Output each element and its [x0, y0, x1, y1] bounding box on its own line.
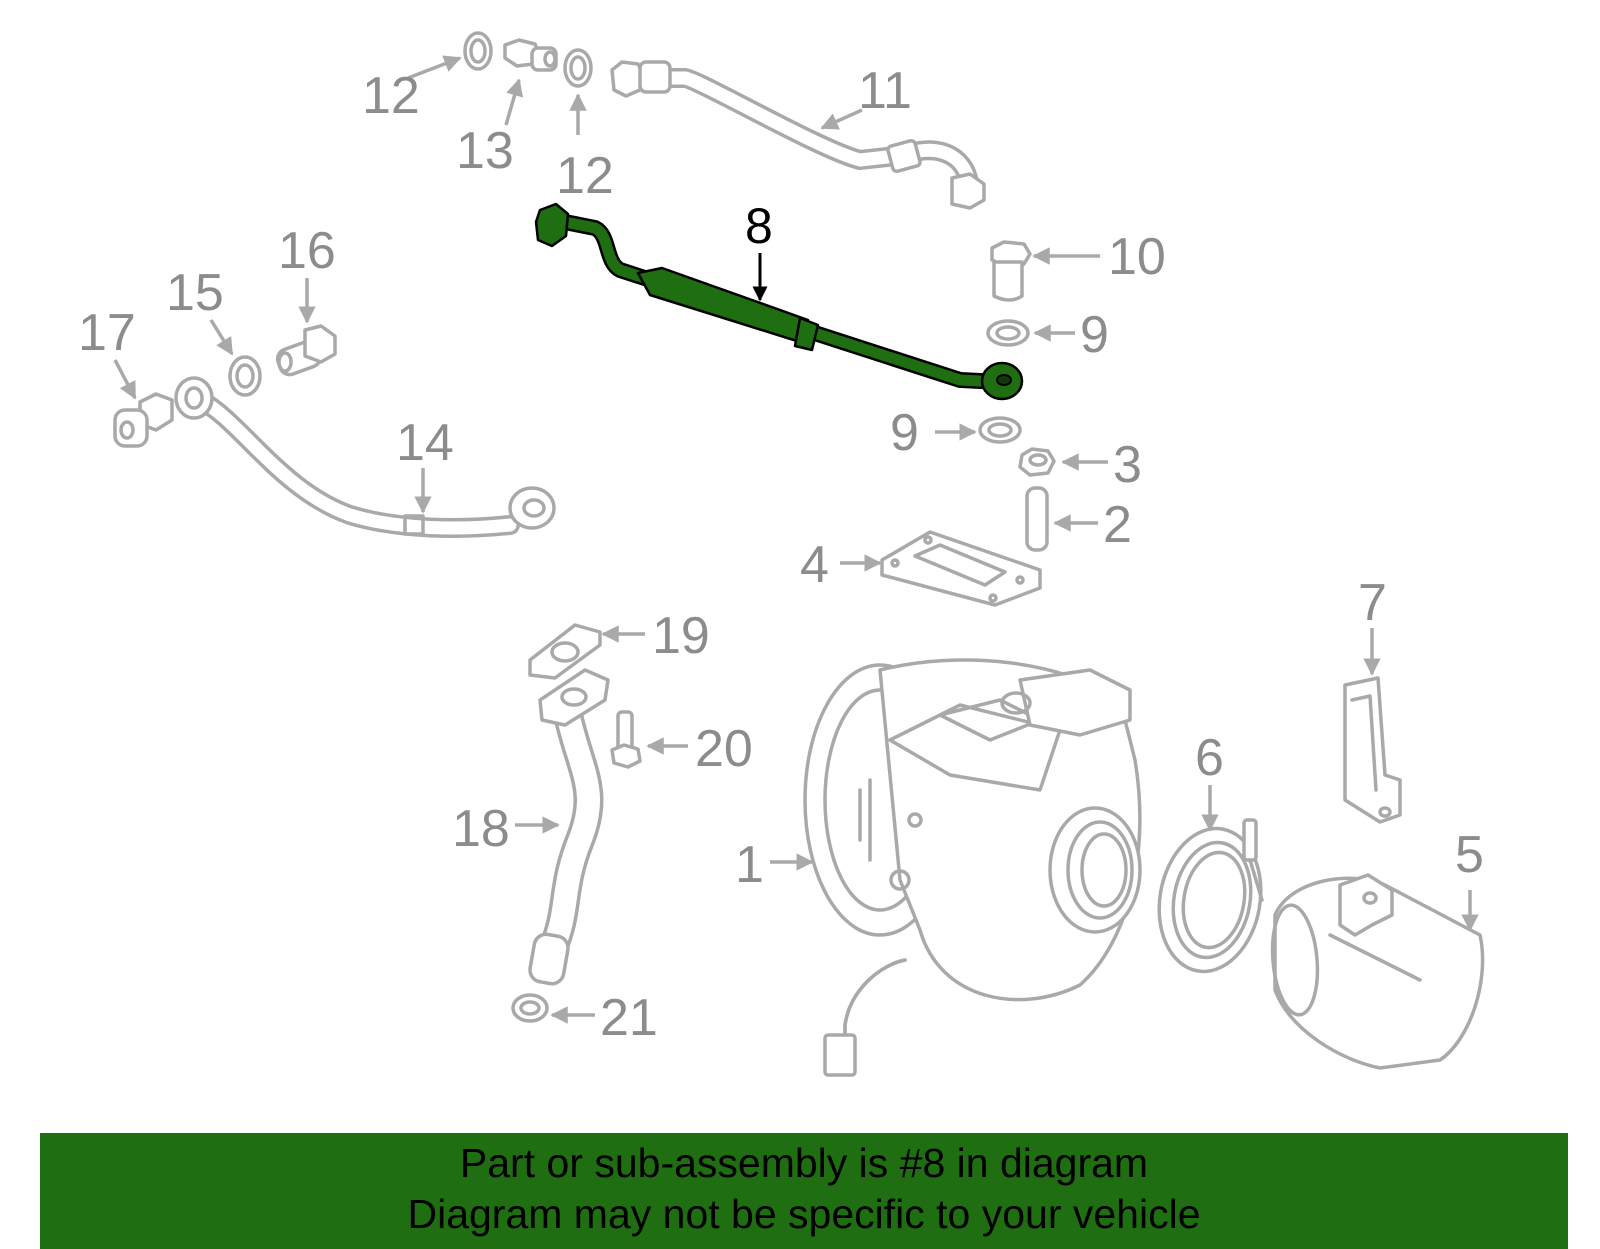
part-19-gasket: [528, 623, 602, 680]
callout-7: 7: [1358, 574, 1387, 632]
part-13-bolt: [503, 38, 558, 72]
part-7-bracket: [1343, 676, 1402, 824]
part-6-clamp: [1157, 818, 1264, 974]
callout-6: 6: [1195, 729, 1224, 787]
callout-17: 17: [78, 304, 136, 362]
part-14-line: [174, 376, 556, 538]
callout-21: 21: [600, 989, 658, 1047]
callout-12-mid: 12: [556, 147, 614, 205]
part-11-oil-line: [610, 60, 986, 210]
part-12-washer-top: [463, 31, 493, 71]
part-8-highlighted-line: [534, 202, 1024, 401]
part-15-washer: [228, 355, 262, 397]
part-9-washer-upper: [986, 319, 1030, 347]
part-17-fitting: [113, 392, 174, 448]
info-banner: Part or sub-assembly is #8 in diagram Di…: [40, 1133, 1568, 1249]
callout-14: 14: [396, 414, 454, 472]
banner-line-2: Diagram may not be specific to your vehi…: [407, 1191, 1201, 1237]
callout-1: 1: [735, 836, 764, 894]
callout-8: 8: [745, 198, 773, 254]
callout-2: 2: [1103, 496, 1132, 554]
callout-11: 11: [858, 62, 912, 120]
part-10-bolt: [990, 240, 1032, 302]
part-9-washer-lower: [978, 416, 1022, 444]
callout-16: 16: [278, 222, 336, 280]
callout-10: 10: [1108, 228, 1166, 286]
part-18-drain-pipe: [528, 668, 610, 986]
parts-diagram: 12 13 12 11 8 10: [78, 31, 1485, 1077]
part-3-nut: [1018, 447, 1056, 477]
part-20-bolt: [610, 710, 642, 769]
part-2-stud: [1025, 486, 1049, 552]
callout-19: 19: [652, 607, 710, 665]
banner-line-1: Part or sub-assembly is #8 in diagram: [459, 1140, 1149, 1186]
callout-4: 4: [800, 536, 829, 594]
part-16-fitting: [275, 324, 337, 377]
callout-15: 15: [166, 264, 224, 322]
part-5-elbow: [1270, 873, 1485, 1070]
callout-5: 5: [1455, 826, 1484, 884]
part-21-washer: [511, 993, 549, 1023]
part-4-gasket: [880, 530, 1042, 607]
callout-20: 20: [695, 720, 753, 778]
part-12-washer: [563, 48, 593, 88]
callout-13: 13: [456, 122, 514, 180]
callout-9-left: 9: [890, 404, 919, 462]
callout-3: 3: [1113, 436, 1142, 494]
part-1-turbocharger: [803, 658, 1142, 1077]
callout-12-top: 12: [362, 67, 420, 125]
callout-9-right: 9: [1080, 306, 1109, 364]
callout-18: 18: [452, 800, 510, 858]
